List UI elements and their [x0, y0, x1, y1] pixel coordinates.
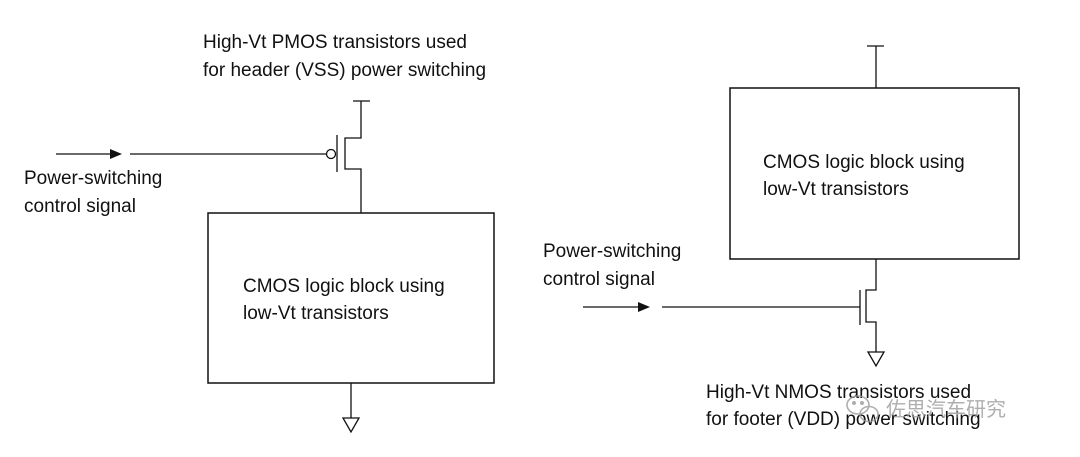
left-logic-block-line-1: CMOS logic block using	[243, 276, 445, 297]
nmos-transistor-symbol	[859, 259, 877, 352]
right-control-label-line-1: Power-switching	[543, 241, 681, 262]
left-circuit: High-Vt PMOS transistors used for header…	[24, 32, 495, 434]
right-ground-symbol	[866, 351, 886, 368]
right-logic-block	[729, 87, 1020, 260]
right-logic-block-label: CMOS logic block using low-Vt transistor…	[763, 152, 970, 200]
nmos-caption-line-1: High-Vt NMOS transistors used	[706, 382, 971, 403]
pmos-caption-line-1: High-Vt PMOS transistors used	[203, 32, 467, 53]
right-circuit: CMOS logic block using low-Vt transistor…	[543, 45, 1020, 430]
wechat-icon	[846, 395, 879, 423]
right-input-arrowhead	[638, 302, 650, 312]
pmos-caption: High-Vt PMOS transistors used for header…	[203, 32, 486, 81]
right-logic-block-line-2: low-Vt transistors	[763, 179, 909, 200]
nmos-caption-line-2: for footer (VDD) power switching	[706, 409, 981, 430]
nmos-caption: High-Vt NMOS transistors used for footer…	[706, 382, 981, 430]
watermark: 佐思汽车研究	[846, 395, 1006, 423]
pmos-caption-line-2: for header (VSS) power switching	[203, 60, 486, 81]
left-ground-symbol	[341, 417, 361, 434]
watermark-text: 佐思汽车研究	[886, 397, 1006, 421]
right-control-label-line-2: control signal	[543, 269, 655, 290]
left-logic-block-label: CMOS logic block using low-Vt transistor…	[243, 276, 450, 324]
pmos-transistor-symbol	[325, 101, 362, 213]
right-logic-block-line-1: CMOS logic block using	[763, 152, 965, 173]
pmos-gate-bubble	[325, 148, 337, 160]
right-control-label: Power-switching control signal	[543, 241, 687, 290]
left-control-label-line-2: control signal	[24, 196, 136, 217]
left-input-arrowhead	[110, 149, 122, 159]
left-logic-block	[207, 212, 495, 384]
left-control-label: Power-switching control signal	[24, 168, 168, 217]
left-logic-block-line-2: low-Vt transistors	[243, 303, 389, 324]
left-control-label-line-1: Power-switching	[24, 168, 162, 189]
